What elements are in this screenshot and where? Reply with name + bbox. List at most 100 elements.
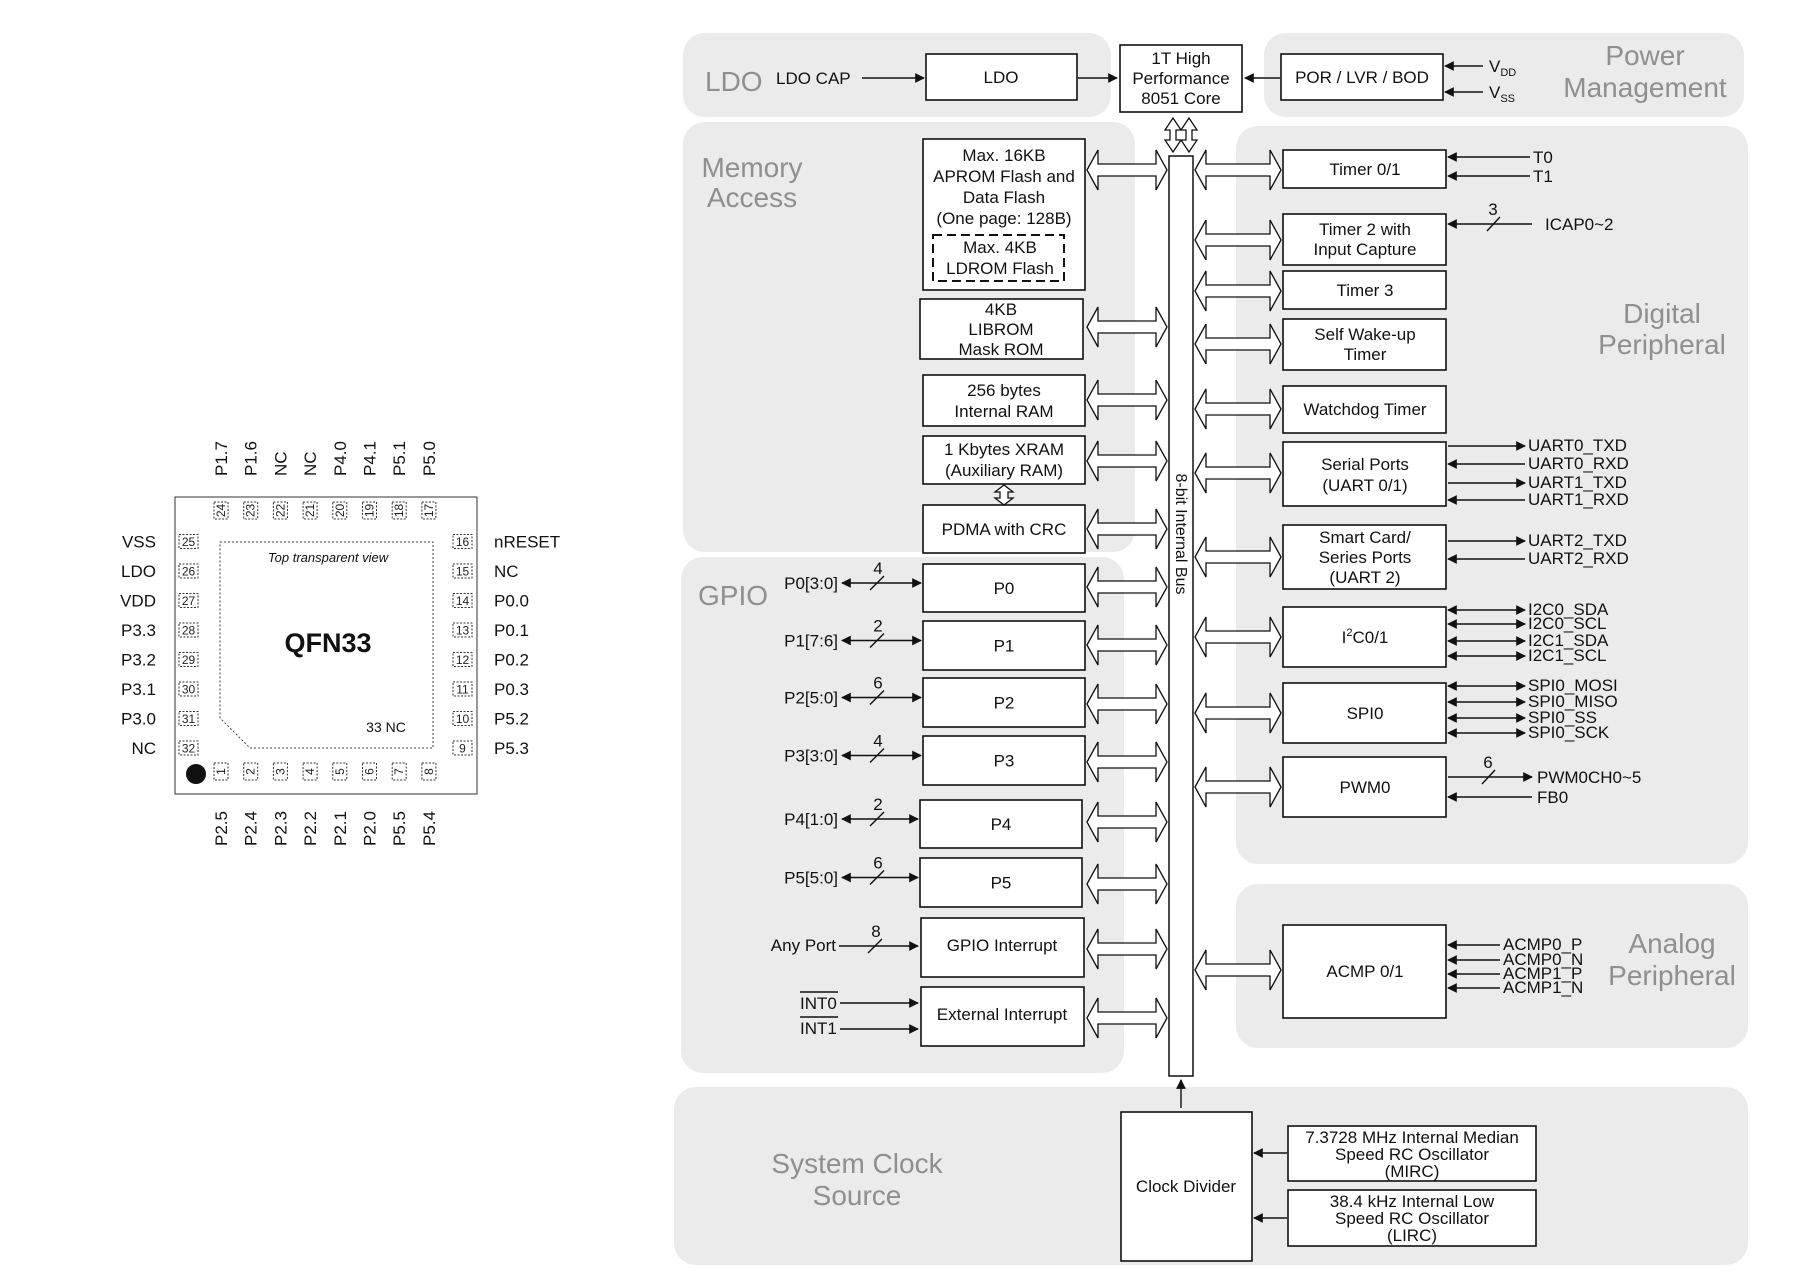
- pwm0-block: [1282, 756, 1447, 818]
- pin-pad: [302, 762, 318, 781]
- lirc-block: [1287, 1189, 1537, 1247]
- pin-pad: [421, 501, 437, 520]
- pin-number: 30: [182, 683, 196, 697]
- gpio-port-width: 4: [873, 559, 882, 578]
- bus-double-arrow: [1086, 508, 1168, 550]
- aprom-line-4: (One page: 128B): [936, 209, 1071, 228]
- int1-label: INT1: [800, 1019, 837, 1038]
- bus-double-arrow: [1194, 323, 1282, 365]
- core-bus-arrow: [1163, 116, 1199, 154]
- clock-region-label-2: Source: [813, 1180, 902, 1211]
- pin-number: 27: [182, 594, 196, 608]
- timer3-label: Timer 3: [1337, 281, 1394, 300]
- ldo-cap-label: LDO CAP: [776, 69, 851, 88]
- pwm-out-slash: [1481, 769, 1496, 785]
- pin-name: P3.2: [121, 651, 156, 670]
- analog-region-label-1: Analog: [1628, 928, 1715, 959]
- ldrom-flash-block: [932, 234, 1065, 282]
- uart-signal-label: UART1_RXD: [1528, 490, 1629, 509]
- bus-double-arrow: [1194, 949, 1282, 991]
- bus-double-arrow: [1086, 306, 1168, 348]
- core-block: [1119, 44, 1243, 113]
- pin-name: NC: [271, 451, 290, 476]
- pin-number: 15: [456, 565, 470, 579]
- wakeup-line-1: Self Wake-up: [1314, 325, 1415, 344]
- pin-number: 31: [182, 712, 196, 726]
- smartcard-line-2: Series Ports: [1319, 548, 1412, 567]
- gpio-port-signal: P0[3:0]: [784, 574, 838, 593]
- spi-signal-label: SPI0_SCK: [1528, 723, 1610, 742]
- pin-name: P1.7: [212, 441, 231, 476]
- digital-region-label-1: Digital: [1623, 298, 1701, 329]
- pin-name: P0.0: [494, 592, 529, 611]
- pin-pad: [243, 762, 259, 781]
- core-line-2: Performance: [1132, 69, 1229, 88]
- pin-pad: [452, 534, 473, 549]
- librom-line-2: LIBROM: [968, 320, 1033, 339]
- pin-number: 32: [182, 742, 196, 756]
- analog-region-label-2: Peripheral: [1608, 960, 1736, 991]
- bus-connection-arrows: [1086, 149, 1282, 1039]
- watchdog-block: [1282, 385, 1447, 434]
- gpio-port-slash: [869, 575, 885, 591]
- core-line-1: 1T High: [1151, 49, 1210, 68]
- gpio-port-slash: [869, 633, 885, 648]
- vdd-label: VDD: [1489, 57, 1516, 79]
- pin-name: VDD: [120, 592, 156, 611]
- iram-line-1: 256 bytes: [967, 381, 1041, 400]
- pdma-block: [922, 504, 1086, 554]
- pin-name: P4.1: [361, 441, 380, 476]
- pwm-width: 6: [1483, 753, 1492, 772]
- gpio-port-block: [919, 857, 1083, 908]
- gpio-port-width: 2: [873, 795, 882, 814]
- ldo-block: [925, 53, 1078, 101]
- gpio-port-label: P3: [994, 752, 1015, 771]
- pin-number: 9: [459, 742, 466, 756]
- pin-name: P4.0: [331, 441, 350, 476]
- pin-pad: [452, 622, 473, 638]
- bus-double-arrow: [1086, 379, 1168, 421]
- pin-pad: [178, 681, 199, 697]
- pin-pad: [178, 652, 199, 667]
- pin-pad: [452, 740, 473, 756]
- gpio-port-label: P2: [994, 694, 1015, 713]
- gpio-port-label: P0: [994, 579, 1015, 598]
- spi-signal-label: SPI0_MOSI: [1528, 676, 1618, 695]
- left-pin-row: 25VSS26LDO27VDD28P3.329P3.230P3.131P3.03…: [120, 533, 199, 758]
- pin-name: P2.0: [361, 811, 380, 846]
- gpio-port-width: 6: [873, 854, 882, 873]
- i2c-signal-label: I2C0_SDA: [1528, 600, 1609, 619]
- digital-region-label-2: Peripheral: [1598, 329, 1726, 360]
- i2c-signal-label: I2C1_SCL: [1528, 646, 1606, 665]
- pin-name: P5.4: [420, 811, 439, 846]
- any-port-label: Any Port: [771, 936, 836, 955]
- mirc-line-3: (MIRC): [1385, 1162, 1440, 1181]
- bus-double-arrow: [1194, 766, 1282, 808]
- gpio-region-label: GPIO: [698, 580, 768, 611]
- pin-name: LDO: [121, 562, 156, 581]
- uart2-signal-label: UART2_RXD: [1528, 549, 1629, 568]
- t0-label: T0: [1533, 148, 1553, 167]
- gpio-port-block: [922, 620, 1086, 671]
- mirc-line-2: Speed RC Oscillator: [1335, 1145, 1489, 1164]
- pin-number: 13: [456, 624, 470, 638]
- pin-name: P0.1: [494, 621, 529, 640]
- external-interrupt-block: [920, 986, 1085, 1047]
- power-region-label-2: Management: [1563, 72, 1727, 103]
- memory-region-label-1: Memory: [701, 152, 802, 183]
- gpio-port-label: P5: [991, 874, 1012, 893]
- pin-name: P2.3: [271, 811, 290, 846]
- bus-double-arrow: [1194, 270, 1282, 312]
- pin-pad: [362, 501, 377, 520]
- power-region-label-1: Power: [1605, 40, 1684, 71]
- pin-pad: [213, 762, 229, 781]
- pin-name: NC: [494, 562, 519, 581]
- bus-double-arrow: [1086, 741, 1168, 783]
- xram-line-2: (Auxiliary RAM): [945, 461, 1063, 480]
- external-interrupt-label: External Interrupt: [937, 1005, 1068, 1024]
- acmp-signal-label: ACMP0_P: [1503, 935, 1582, 954]
- bus-double-arrow: [1086, 683, 1168, 725]
- bus-double-arrow: [1086, 149, 1168, 191]
- pin-name: P0.2: [494, 651, 529, 670]
- uart-signal-label: UART0_RXD: [1528, 454, 1629, 473]
